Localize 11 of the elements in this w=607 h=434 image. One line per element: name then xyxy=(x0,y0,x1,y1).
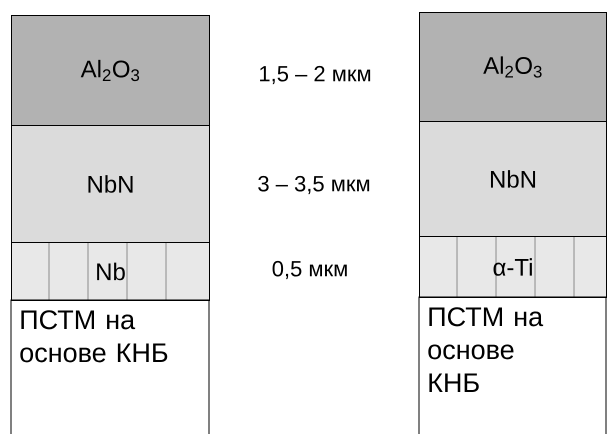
layer-block: α-Ti xyxy=(419,236,607,298)
thickness-label: 3 – 3,5 мкм xyxy=(258,176,370,194)
thickness-label: 1,5 – 2 мкм xyxy=(260,66,370,84)
layer-block: Al$_{2}$O$_{3}$ xyxy=(419,12,607,122)
thickness-label: 0,5 мкм xyxy=(272,260,347,280)
layer-block: NbN xyxy=(419,121,607,237)
layer-block: NbN xyxy=(11,125,210,243)
substrate-block: ПСТМ на основе КНБ xyxy=(10,300,210,434)
substrate-block: ПСТМ на основе КНБ xyxy=(418,296,606,434)
layer-block: Al$_{2}$O$_{3}$ xyxy=(11,15,210,126)
layer-block: Nb xyxy=(11,242,210,301)
